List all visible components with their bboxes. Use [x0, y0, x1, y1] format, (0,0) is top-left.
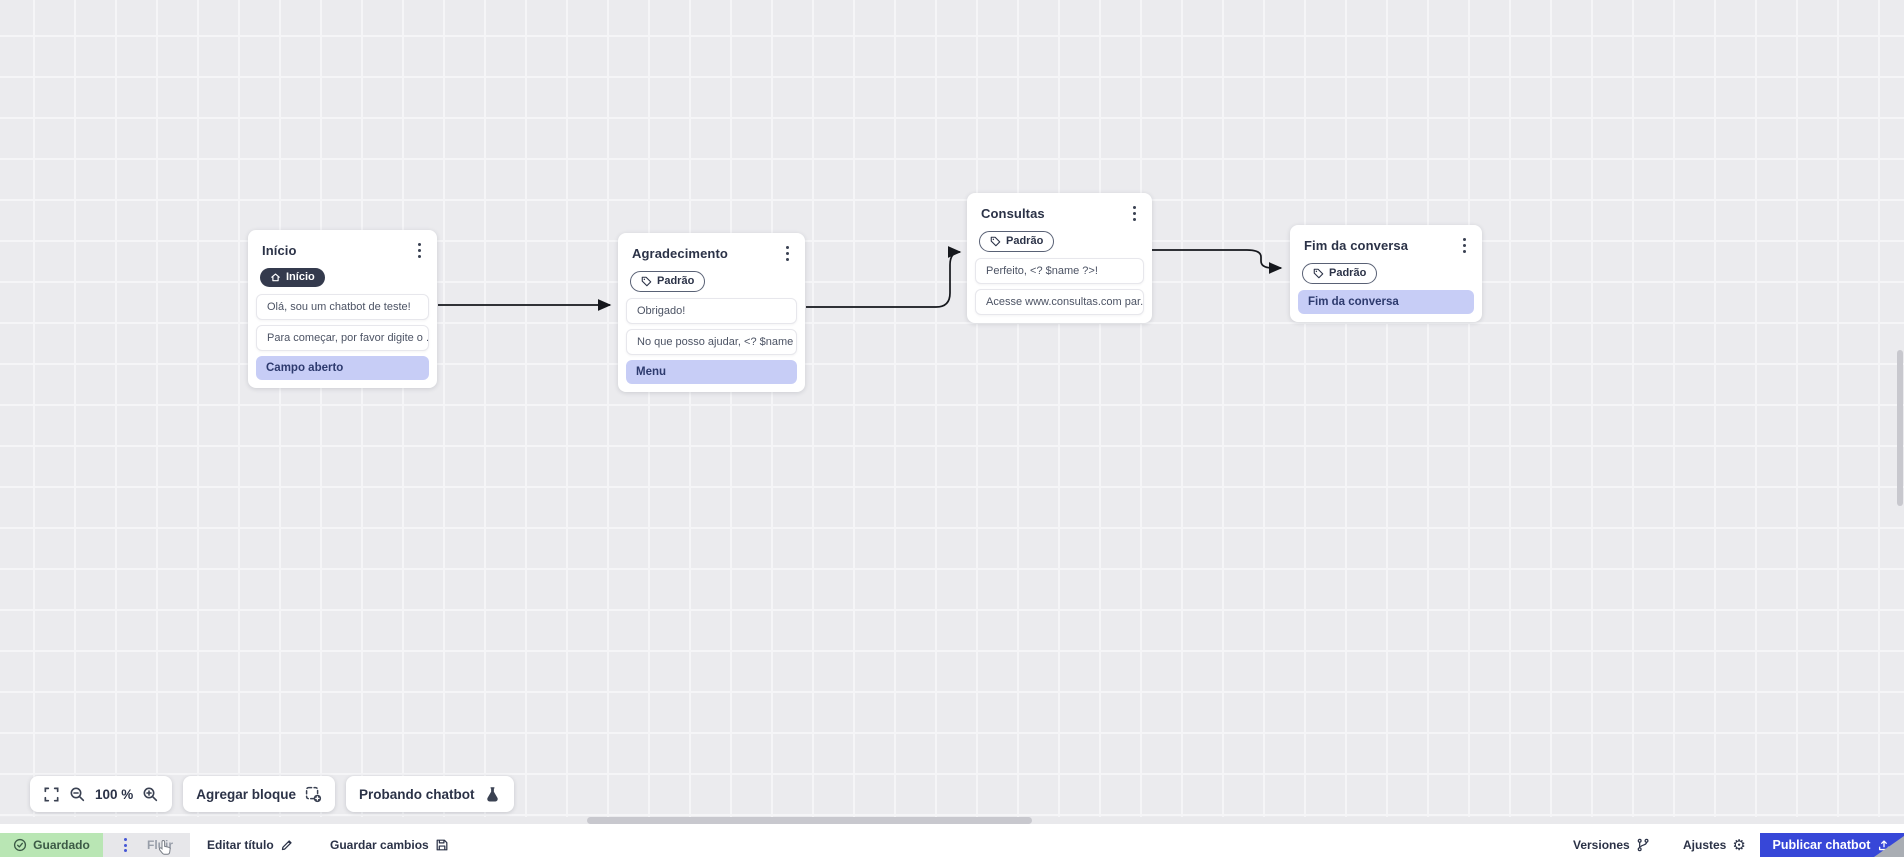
saved-label: Guardado	[33, 838, 90, 852]
badge-label: Padrão	[1329, 266, 1367, 279]
message-bubble[interactable]: No que posso ajudar, <? $name ...	[626, 328, 797, 355]
save-changes-button[interactable]: Guardar cambios	[330, 833, 449, 857]
test-chatbot-label: Probando chatbot	[359, 786, 475, 802]
publish-label: Publicar chatbot	[1772, 838, 1871, 852]
node-type-badge-padrao: Padrão	[1302, 262, 1378, 284]
open-field-block[interactable]: Campo aberto	[256, 355, 429, 380]
node-header: Início	[248, 240, 437, 261]
pencil-icon	[280, 838, 294, 852]
fullscreen-icon[interactable]	[43, 786, 60, 803]
node-menu-button[interactable]	[414, 240, 425, 261]
message-bubble[interactable]: Perfeito, <? $name ?>!	[975, 257, 1144, 284]
node-title: Fim da conversa	[1304, 237, 1409, 253]
settings-label: Ajustes	[1683, 838, 1727, 852]
vertical-scrollbar[interactable]	[1897, 350, 1903, 506]
message-bubble[interactable]: Acesse www.consultas.com par...	[975, 288, 1144, 315]
save-icon	[435, 838, 449, 852]
node-menu-button[interactable]	[1459, 235, 1470, 256]
node-type-badge-inicio: Início	[260, 267, 325, 287]
add-block-button[interactable]: Agregar bloque	[183, 776, 336, 812]
badge-label: Início	[286, 270, 315, 283]
end-conversation-block[interactable]: Fim da conversa	[1298, 289, 1474, 314]
node-type-badge-padrao: Padrão	[979, 230, 1055, 252]
horizontal-scrollbar[interactable]	[587, 817, 1032, 824]
horizontal-scrollbar-track	[0, 817, 1904, 824]
add-block-icon	[305, 786, 322, 803]
flask-icon	[484, 786, 501, 803]
zoom-controls: 100 %	[30, 776, 173, 812]
message-bubble[interactable]: Olá, sou um chatbot de teste!	[256, 293, 429, 320]
message-bubble[interactable]: Para começar, por favor digite o ...	[256, 324, 429, 351]
edit-title-button[interactable]: Editar título	[207, 833, 294, 857]
canvas-controls: 100 % Agregar bloque Probando chatbot	[30, 776, 514, 812]
zoom-out-icon[interactable]	[69, 786, 86, 803]
flow-menu-button[interactable]	[120, 835, 131, 854]
tag-icon	[990, 236, 1001, 247]
zoom-in-icon[interactable]	[142, 786, 159, 803]
node-menu-button[interactable]	[1129, 203, 1140, 224]
check-circle-icon	[13, 838, 27, 852]
zoom-level: 100 %	[95, 786, 134, 802]
edge-agradecimento-consultas[interactable]	[806, 246, 962, 308]
save-changes-label: Guardar cambios	[330, 838, 429, 852]
node-title: Início	[262, 242, 297, 258]
node-header: Consultas	[967, 203, 1152, 224]
message-bubble[interactable]: Obrigado!	[626, 297, 797, 324]
menu-block[interactable]: Menu	[626, 359, 797, 384]
flow-node-agradecimento[interactable]: Agradecimento Padrão Obrigado! No que po…	[618, 233, 805, 392]
node-header: Fim da conversa	[1290, 235, 1482, 256]
flow-node-fim-da-conversa[interactable]: Fim da conversa Padrão Fim da conversa	[1290, 225, 1482, 322]
home-icon	[270, 272, 281, 283]
flow-node-inicio[interactable]: Início Início Olá, sou um chatbot de tes…	[248, 230, 437, 388]
versions-label: Versiones	[1573, 838, 1630, 852]
window-resize-grip	[1874, 836, 1904, 857]
tab-flow[interactable]: Fluir	[103, 833, 190, 857]
settings-button[interactable]: Ajustes ⚙	[1683, 833, 1746, 857]
node-title: Consultas	[981, 205, 1045, 221]
edit-title-label: Editar título	[207, 838, 274, 852]
add-block-label: Agregar bloque	[196, 786, 297, 802]
badge-label: Padrão	[657, 274, 695, 287]
node-menu-button[interactable]	[782, 243, 793, 264]
node-header: Agradecimento	[618, 243, 805, 264]
gear-icon: ⚙	[1732, 835, 1746, 854]
badge-label: Padrão	[1006, 234, 1044, 247]
flow-node-consultas[interactable]: Consultas Padrão Perfeito, <? $name ?>! …	[967, 193, 1152, 323]
versions-button[interactable]: Versiones	[1573, 833, 1650, 857]
node-type-badge-padrao: Padrão	[630, 270, 706, 292]
statusbar-spacer	[0, 824, 1904, 833]
git-branch-icon	[1636, 838, 1650, 852]
flow-tab-label: Fluir	[147, 838, 173, 852]
tag-icon	[641, 276, 652, 287]
tag-icon	[1313, 268, 1324, 279]
saved-status-badge: Guardado	[0, 833, 103, 857]
test-chatbot-button[interactable]: Probando chatbot	[346, 776, 514, 812]
edge-consultas-fim[interactable]	[1152, 249, 1283, 274]
node-title: Agradecimento	[632, 245, 728, 261]
status-bar: Guardado Fluir Editar título Guardar cam…	[0, 833, 1904, 857]
